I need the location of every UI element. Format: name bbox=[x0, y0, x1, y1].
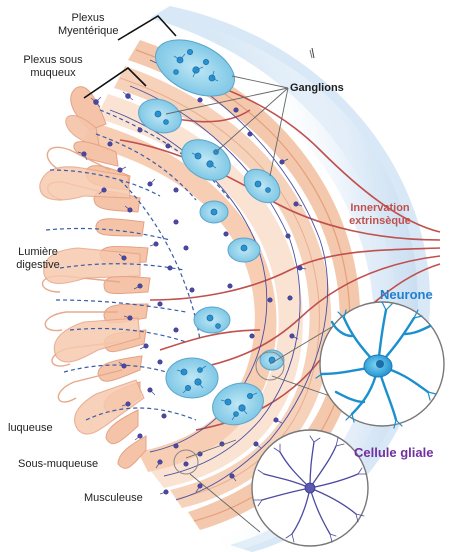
lumiere-line1: Lumière bbox=[6, 246, 70, 259]
small-tick-mark bbox=[312, 48, 314, 58]
muqueuse-label: luqueuse bbox=[8, 422, 53, 435]
plexus-myenterique-label: Plexus Myentérique bbox=[58, 12, 118, 38]
neurone-label: Neurone bbox=[380, 288, 433, 301]
plexus-sous-muqueux-line2: muqueux bbox=[18, 67, 88, 80]
innervation-line2: extrinsèque bbox=[340, 215, 420, 228]
innervation-line1: Innervation bbox=[340, 202, 420, 215]
plexus-myenterique-line2: Myentérique bbox=[58, 25, 118, 38]
plexus-sous-muqueux-label: Plexus sous muqueux bbox=[18, 54, 88, 80]
lumiere-digestive-label: Lumière digestive bbox=[6, 246, 70, 272]
lumiere-line2: digestive bbox=[6, 259, 70, 272]
ganglions-label: Ganglions bbox=[290, 82, 344, 95]
cellule-gliale-label: Cellule gliale bbox=[354, 446, 433, 459]
plexus-sous-muqueux-line1: Plexus sous bbox=[18, 54, 88, 67]
magnified-glial-cell bbox=[252, 430, 368, 546]
musculeuse-label: Musculeuse bbox=[84, 492, 143, 505]
sous-muqueuse-label: Sous-muqueuse bbox=[18, 458, 98, 471]
innervation-extrinseque-label: Innervation extrinsèque bbox=[340, 202, 420, 228]
plexus-myenterique-line1: Plexus bbox=[58, 12, 118, 25]
